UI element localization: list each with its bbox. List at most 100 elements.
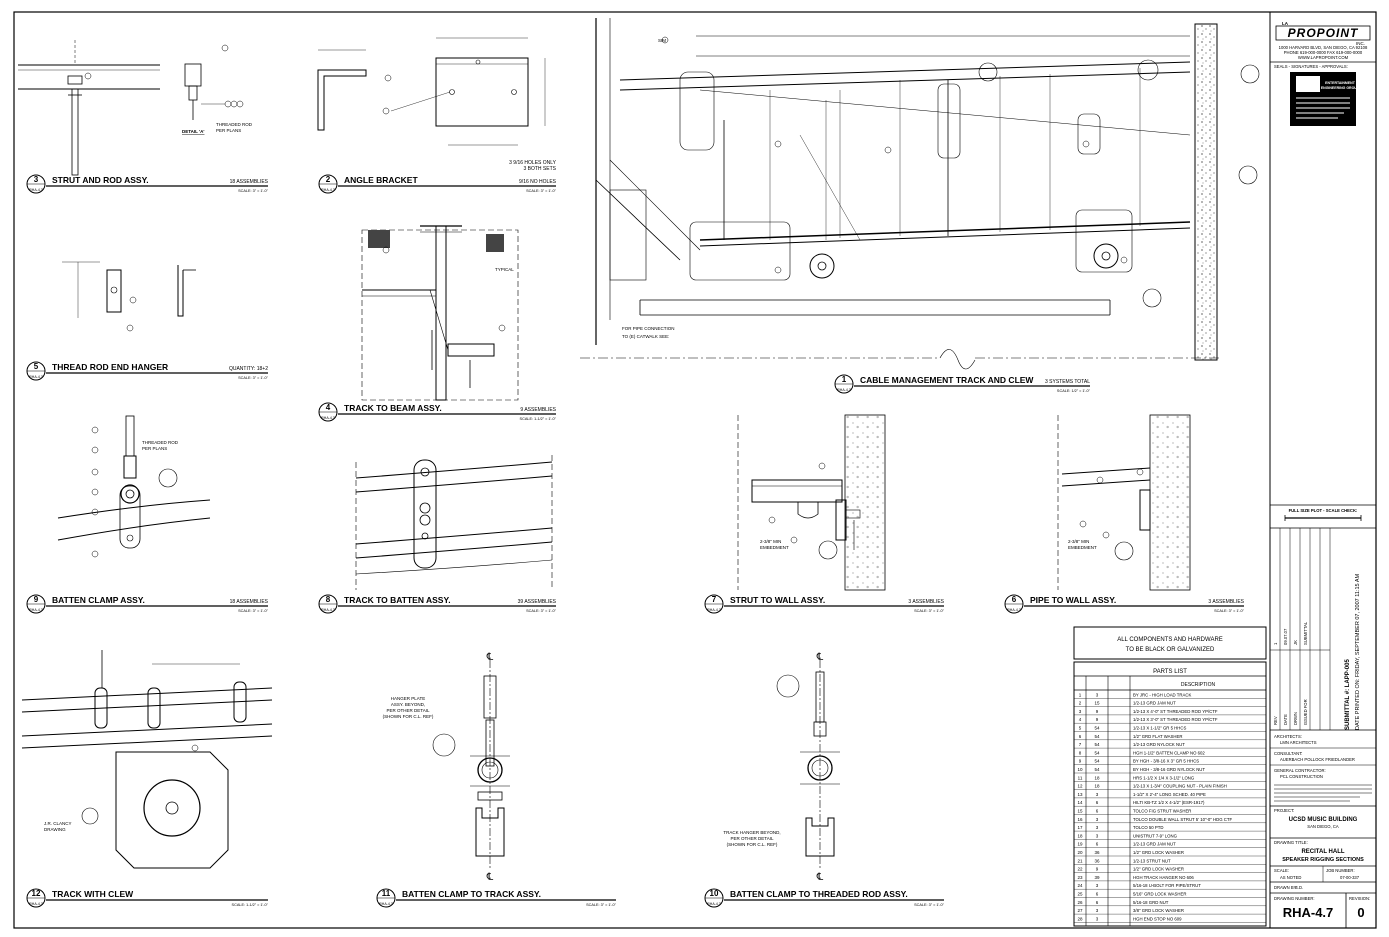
parts-row-description: 1/2" GRD LOCK WASHER	[1133, 850, 1184, 855]
parts-row-number: 5	[1079, 726, 1082, 731]
centerline-11-top: ℄	[486, 652, 494, 663]
parts-row-number: 17	[1077, 825, 1083, 830]
detail-title-text-1: CABLE MANAGEMENT TRACK AND CLEW	[860, 375, 1034, 385]
centerline-10-bottom: ℄	[816, 872, 824, 883]
parts-row-number: 23	[1077, 875, 1083, 880]
parts-row-number: 13	[1077, 792, 1083, 797]
parts-row-qty: 6	[1096, 842, 1099, 847]
parts-row-number: 27	[1077, 908, 1083, 913]
parts-row-number: 2	[1079, 701, 1082, 706]
detail-qty-1: 3 SYSTEMS TOTAL	[1045, 379, 1090, 385]
parts-row-qty: 6	[1096, 809, 1099, 814]
detail-qty-7: 3 ASSEMBLIES	[908, 599, 944, 605]
detail-number-10: 10	[710, 889, 719, 898]
detail-sheet-ref-1: RHA-4.7	[837, 388, 850, 392]
detail-6-drawing	[1057, 414, 1191, 591]
detail-number-6: 6	[1012, 595, 1017, 604]
company-logo: LA PROPOINT INC.	[1275, 21, 1371, 46]
detail-title-text-6: PIPE TO WALL ASSY.	[1030, 595, 1116, 605]
threaded-rod-note-2: THREADED ROD	[142, 440, 179, 445]
gc-name: PCL CONSTRUCTION	[1280, 774, 1323, 779]
logo-suffix: INC.	[1356, 41, 1365, 46]
detail-qty-4: 9 ASSEMBLIES	[520, 407, 556, 413]
revision-number: 0	[1357, 905, 1364, 920]
title-block: LA PROPOINT INC. 1000 HARVARD BLVD, SAN …	[1269, 11, 1377, 929]
parts-row-number: 12	[1077, 784, 1083, 789]
per-plans-note-2: PER PLANS	[142, 446, 167, 451]
stamp-text-2: ENGINEERING GROUP	[1321, 86, 1360, 90]
detail-title-text-4: TRACK TO BEAM ASSY.	[344, 403, 442, 413]
parts-row-qty: 54	[1094, 742, 1100, 747]
typical-note: TYPICAL	[495, 267, 514, 272]
parts-row-number: 6	[1079, 734, 1082, 739]
parts-row-description: TOLCO DOUBLE WALL STRUT 5' 10"-0" HDG CT…	[1133, 817, 1233, 822]
pipe-connection-note-2: TO (E) CATWALK SEE:	[622, 334, 669, 339]
parts-row-number: 14	[1077, 800, 1083, 805]
parts-row-qty: 3	[1096, 908, 1099, 913]
rev-entry-num: 1	[1273, 642, 1278, 645]
address-line-2: PHONE 619-000-0000 FAX 619-000-0000	[1284, 50, 1363, 55]
parts-row-description: 1/2-13 GRD JAM NUT	[1133, 842, 1176, 847]
seals-label: SEALS - SIGNATURES - APPROVALS:	[1274, 64, 1348, 69]
detail-number-1: 1	[842, 375, 847, 384]
detail-number-4: 4	[326, 403, 331, 412]
parts-row-qty: 36	[1094, 850, 1100, 855]
parts-row-qty: 6	[1096, 800, 1099, 805]
project-name: UCSD MUSIC BUILDING	[1289, 817, 1358, 823]
track-hanger-note-1: TRACK HANGER BEYOND,	[723, 830, 780, 835]
parts-row-number: 22	[1077, 867, 1083, 872]
detail-scale-4: SCALE: 1-1/2" = 1'-0"	[520, 417, 557, 421]
parts-row-qty: 39	[1094, 875, 1100, 880]
parts-row-number: 24	[1077, 883, 1083, 888]
detail-title-text-5: THREAD ROD END HANGER	[52, 362, 168, 372]
detail-scale-7: SCALE: 3" = 1'-0"	[914, 609, 945, 613]
detail-scale-12: SCALE: 1-1/2" = 1'-0"	[232, 903, 269, 907]
parts-row-description: 1/2-13 GRD NYLOCK NUT	[1133, 742, 1185, 747]
drawing-number-label: DRAWING NUMBER:	[1274, 896, 1315, 901]
address-line-3: WWW.LAPROPOINT.COM	[1298, 55, 1349, 60]
drawn-label: DRWN	[1293, 712, 1298, 725]
revision-label: REVISION:	[1349, 896, 1370, 901]
detail-number-8: 8	[326, 595, 331, 604]
detail-7-drawing	[737, 414, 886, 591]
parts-row-description: 1/2-13 X 3'-0" ST THREADED ROD YP/CTF	[1133, 717, 1218, 722]
parts-row-description: TOLCO FIG STRUT WASHER	[1133, 809, 1191, 814]
parts-row-description: 1/2-13 X 1-3/4" COUPLING NUT - PLAIN FIN…	[1133, 784, 1227, 789]
detail-a-label: DETAIL 'A'	[182, 129, 204, 134]
parts-row-qty: 9	[1096, 867, 1099, 872]
detail-title-text-2: ANGLE BRACKET	[344, 175, 418, 185]
parts-row-description: 5/16-18 U-BOLT FOR PIPE/STRUT	[1133, 883, 1201, 888]
parts-row-qty: 3	[1096, 916, 1099, 921]
parts-row-qty: 3	[1096, 792, 1099, 797]
parts-row-qty: 54	[1094, 734, 1100, 739]
rev-entry-date: 09.07.07	[1283, 628, 1288, 645]
parts-row-number: 20	[1077, 850, 1083, 855]
drawing-number: RHA-4.7	[1283, 905, 1334, 920]
full-size-label: FULL SIZE PLOT - SCALE CHECK:	[1289, 508, 1358, 513]
stamp-text-1: ENTERTAINMENT	[1325, 81, 1356, 85]
embed-note-6a: 2-3/8" MIN	[1068, 539, 1089, 544]
detail-title-text-10: BATTEN CLAMP TO THREADED ROD ASSY.	[730, 889, 908, 899]
detail-scale-11: SCALE: 3" = 1'-0"	[586, 903, 617, 907]
job-label: JOB NUMBER:	[1326, 868, 1355, 873]
parts-row-number: 28	[1077, 916, 1083, 921]
parts-row-qty: 36	[1094, 858, 1100, 863]
parts-row-number: 8	[1079, 750, 1082, 755]
scale-label: SCALE:	[1274, 868, 1289, 873]
parts-row-qty: 18	[1094, 784, 1100, 789]
parts-row-number: 21	[1077, 858, 1083, 863]
